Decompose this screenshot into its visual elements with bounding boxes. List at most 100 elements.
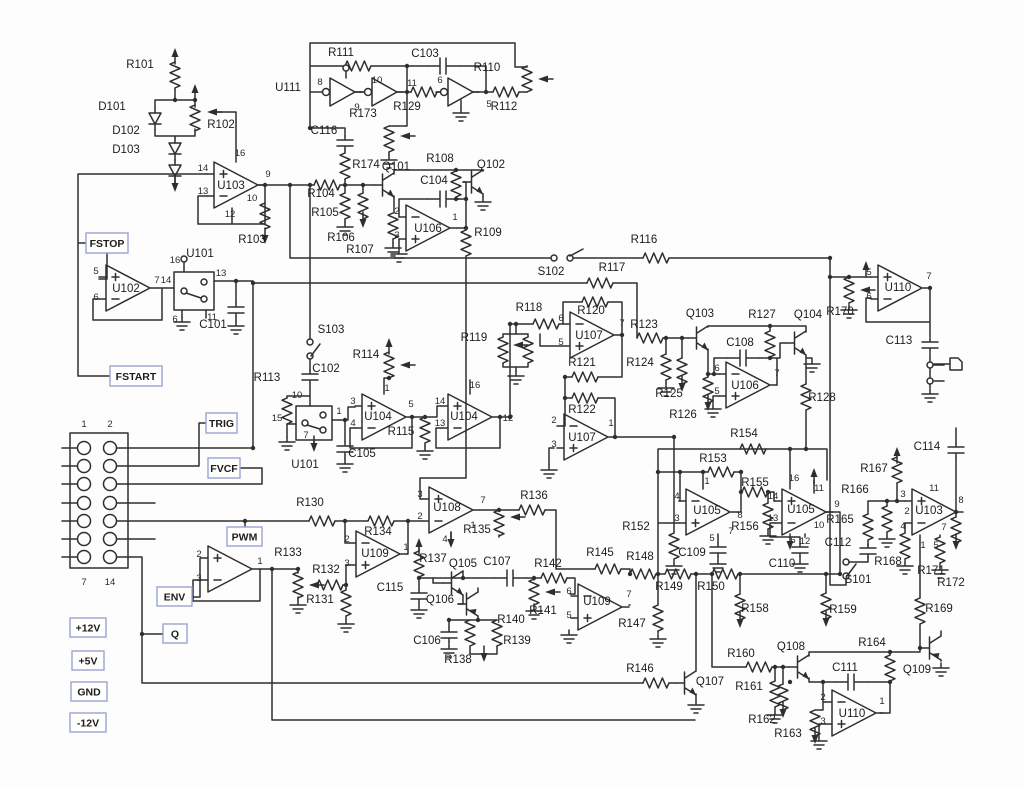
junction-dot [422, 414, 428, 420]
r119-b-res-v [522, 336, 534, 364]
port-label: +12V [76, 623, 101, 635]
junction-dot [627, 571, 633, 577]
junction-dot [262, 182, 268, 188]
ref-label-q103: Q103 [686, 308, 714, 320]
ref-label-r170: R170 [826, 306, 854, 318]
pin-label: 5 [933, 540, 938, 551]
r105-res-v [339, 192, 351, 220]
r112-res-h [492, 86, 520, 98]
c111-cap-h [834, 673, 868, 691]
pin-label: 7 [626, 589, 631, 600]
r106-arrow-arr-dn [358, 211, 368, 229]
ref-label-r166: R166 [841, 484, 869, 496]
junction-dot [917, 645, 923, 651]
pin-label: 7 [303, 430, 308, 441]
port-label: GND [77, 687, 101, 699]
pin-label: 11 [929, 483, 939, 494]
ref-label-r153: R153 [699, 453, 727, 465]
ref-label-s102: S102 [538, 266, 565, 278]
junction-dot [767, 355, 773, 361]
pin-label: 9 [834, 499, 839, 510]
port-box-gnd: GND [70, 681, 108, 702]
junction-dot [767, 323, 773, 329]
ref-label-s103: S103 [318, 324, 345, 336]
pin-label: 1 [403, 542, 408, 553]
ref-label-r122: R122 [568, 404, 596, 416]
junction-dot [446, 617, 452, 623]
pin-label: 4 [674, 491, 679, 502]
ref-label-r104: R104 [307, 188, 335, 200]
ref-label-r165: R165 [826, 514, 854, 526]
u105b-arrow-arr-up [809, 467, 819, 485]
ref-label-q101: Q101 [382, 161, 410, 173]
ref-label-u102: U102 [112, 283, 140, 295]
r145-res-h [594, 563, 622, 575]
ref-label-r152: R152 [622, 521, 650, 533]
ref-label-r110: R110 [474, 62, 501, 74]
connector-pin [102, 513, 118, 529]
junction-dot [233, 278, 239, 284]
ref-label-r167: R167 [860, 463, 888, 475]
pin-label: 14 [435, 396, 446, 407]
pin-label: 6 [93, 292, 98, 303]
ground-symbol [649, 633, 667, 648]
r108-res-v [450, 170, 462, 198]
ref-label-c102: C102 [312, 363, 340, 375]
r103-res-v [259, 202, 271, 230]
port-box-env: ENV [156, 586, 193, 607]
ref-label-u103: U103 [217, 180, 245, 192]
c114-cap-v [947, 442, 965, 458]
pin-label: 7 [774, 368, 779, 379]
ref-label-u107: U107 [568, 432, 596, 444]
junction-dot [827, 274, 833, 280]
ref-label-q104: Q104 [794, 309, 823, 321]
port-box-12v: +12V [69, 617, 107, 638]
ref-label-r119: R119 [461, 332, 488, 344]
port-label: ENV [164, 592, 186, 604]
pin-label: 8 [317, 77, 322, 88]
pin-label: 6 [866, 291, 871, 302]
pin-label: 10 [372, 75, 383, 86]
ref-label-r107: R107 [346, 244, 374, 256]
connector-pin [76, 549, 92, 565]
ref-label-r126: R126 [669, 409, 697, 421]
pin-label: 7 [926, 271, 931, 282]
ref-label-u106: U106 [731, 380, 759, 392]
r124-res-v [660, 353, 672, 381]
junction-dot [711, 371, 717, 377]
junction-dot [342, 417, 348, 423]
pin-label: 6 [714, 363, 719, 374]
r173-wiper-arr-l [399, 131, 416, 141]
c115-cap-v [410, 588, 428, 604]
r109-res-v [460, 229, 472, 257]
ref-label-r169: R169 [925, 603, 953, 615]
junction-dot [287, 182, 293, 188]
ref-label-r130: R130 [296, 497, 324, 509]
pin-label: 2 [107, 419, 112, 430]
junction-dot [513, 321, 519, 327]
ref-label-r174: R174 [352, 159, 380, 171]
pin-label: 7 [619, 318, 624, 329]
ref-label-r120: R120 [577, 305, 605, 317]
junction-dot [705, 371, 711, 377]
r102-arrow-arr-up [190, 83, 200, 101]
ref-label-r140: R140 [497, 614, 525, 626]
pin-label: 1 [608, 418, 613, 429]
r134-res-h [367, 515, 395, 527]
u101-a-swbox [173, 271, 215, 311]
ref-label-q102: Q102 [477, 159, 505, 171]
junction-dot [342, 182, 348, 188]
pin-label: 1 [384, 383, 389, 394]
r139-res-v [464, 619, 476, 647]
pin-label: 7 [480, 495, 485, 506]
pin-label: 6 [566, 586, 571, 597]
ground-symbol [560, 629, 578, 644]
junction-dot [780, 664, 786, 670]
r141-res-h [540, 572, 568, 584]
ref-label-c113: C113 [886, 335, 913, 347]
u108-arrow-arr-dn [446, 531, 456, 549]
q103-npn [687, 325, 709, 351]
port-label: Q [171, 629, 179, 641]
pin-label: 2 [394, 206, 399, 217]
junction-dot [242, 518, 248, 524]
